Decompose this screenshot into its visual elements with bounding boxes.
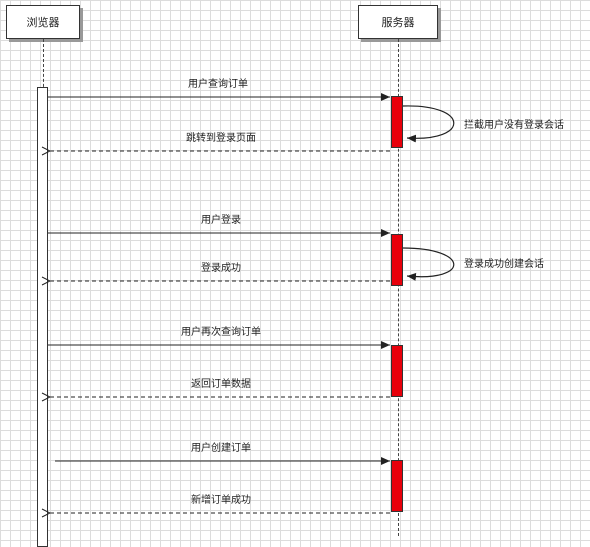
- participant-server: 服务器: [358, 5, 438, 39]
- message-label-5: 用户再次查询订单: [181, 327, 261, 338]
- message-label-1: 用户查询订单: [188, 79, 248, 90]
- participant-browser-label: 浏览器: [26, 16, 60, 29]
- activation-server-1: [391, 96, 403, 148]
- self-note-label-2: 登录成功创建会话: [464, 259, 544, 270]
- self-note-label-1: 拦截用户没有登录会话: [464, 120, 564, 131]
- activation-server-2: [391, 234, 403, 286]
- self-call-arrow-1: [402, 105, 455, 143]
- message-arrows: [0, 93, 455, 536]
- message-label-6: 返回订单数据: [191, 379, 251, 390]
- participant-server-label: 服务器: [381, 16, 415, 29]
- message-label-7: 用户创建订单: [191, 443, 251, 454]
- message-label-3: 用户登录: [201, 215, 241, 226]
- message-label-8: 新增订单成功: [191, 495, 251, 506]
- self-call-arrow-2: [402, 247, 455, 281]
- activation-server-3: [391, 345, 403, 397]
- lifeline-server: [398, 39, 399, 536]
- message-label-2: 跳转到登录页面: [186, 133, 256, 144]
- participant-browser: 浏览器: [6, 5, 80, 39]
- message-label-4: 登录成功: [201, 263, 241, 274]
- activation-server-4: [391, 460, 403, 512]
